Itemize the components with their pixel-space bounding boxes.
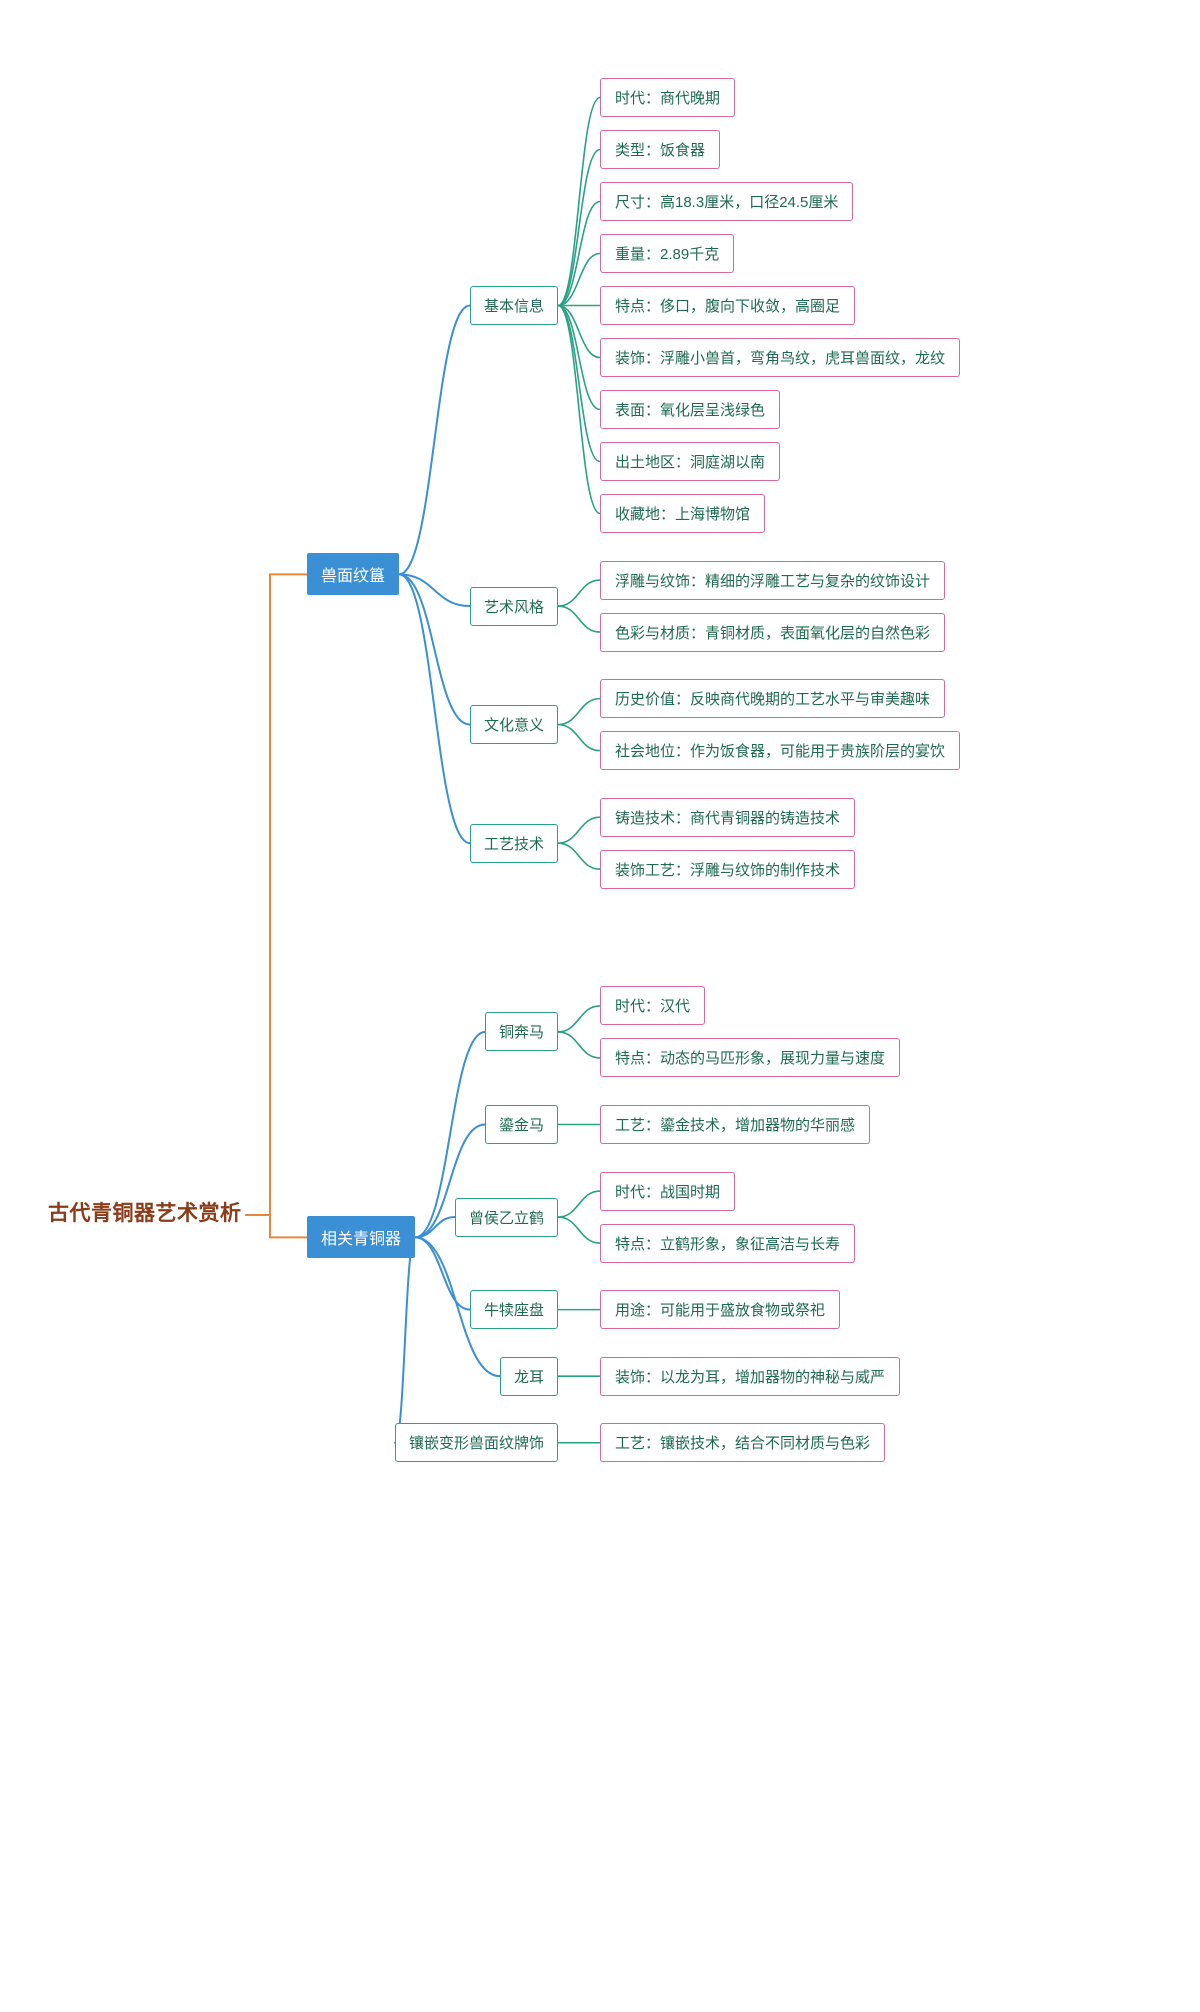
leaf-node-label: 特点：侈口，腹向下收敛，高圈足 <box>615 298 841 315</box>
leaf-node[interactable]: 特点：立鹤形象，象征高洁与长寿 <box>600 1223 856 1263</box>
group-node-label: 文化意义 <box>484 717 545 735</box>
group-node[interactable]: 铜奔马 <box>485 1012 559 1052</box>
leaf-node[interactable]: 装饰工艺：浮雕与纹饰的制作技术 <box>600 849 856 889</box>
leaf-node-label: 收藏地：上海博物馆 <box>615 506 751 523</box>
leaf-node-label: 社会地位：作为饭食器，可能用于贵族阶层的宴饮 <box>615 743 946 761</box>
root-node[interactable]: 古代青铜器艺术赏析 <box>48 1203 242 1224</box>
leaf-node[interactable]: 时代：汉代 <box>600 986 706 1026</box>
leaf-node-label: 出土地区：洞庭湖以南 <box>615 454 766 471</box>
leaf-node-label: 历史价值：反映商代晚期的工艺水平与审美趣味 <box>615 691 931 709</box>
leaf-node[interactable]: 特点：侈口，腹向下收敛，高圈足 <box>600 286 856 325</box>
leaf-node-label: 工艺：镶嵌技术，结合不同材质与色彩 <box>615 1435 871 1453</box>
leaf-node[interactable]: 出土地区：洞庭湖以南 <box>600 442 781 481</box>
group-node-label: 龙耳 <box>514 1368 545 1386</box>
group-node-label: 牛犊座盘 <box>484 1302 545 1320</box>
group-node-label: 艺术风格 <box>484 598 545 616</box>
group-node[interactable]: 基本信息 <box>470 286 559 325</box>
leaf-node[interactable]: 时代：商代晚期 <box>600 78 736 117</box>
leaf-node-label: 工艺：鎏金技术，增加器物的华丽感 <box>615 1117 856 1134</box>
leaf-node[interactable]: 工艺：鎏金技术，增加器物的华丽感 <box>600 1105 871 1144</box>
leaf-node[interactable]: 装饰：以龙为耳，增加器物的神秘与威严 <box>600 1356 901 1396</box>
group-node[interactable]: 曾侯乙立鹤 <box>455 1197 559 1237</box>
leaf-node-label: 装饰：浮雕小兽首，弯角鸟纹，虎耳兽面纹，龙纹 <box>615 350 946 367</box>
leaf-node-label: 装饰工艺：浮雕与纹饰的制作技术 <box>615 861 841 879</box>
leaf-node[interactable]: 特点：动态的马匹形象，展现力量与速度 <box>600 1038 901 1078</box>
group-node[interactable]: 艺术风格 <box>470 586 559 626</box>
group-node[interactable]: 龙耳 <box>500 1356 559 1396</box>
root-label: 古代青铜器艺术赏析 <box>48 1202 242 1225</box>
leaf-node-label: 时代：商代晚期 <box>615 90 721 107</box>
leaf-node[interactable]: 用途：可能用于盛放食物或祭祀 <box>600 1290 841 1330</box>
group-node-label: 铜奔马 <box>499 1024 545 1042</box>
group-node-label: 镶嵌变形兽面纹牌饰 <box>409 1435 545 1453</box>
leaf-node-label: 特点：动态的马匹形象，展现力量与速度 <box>615 1050 886 1068</box>
leaf-node-label: 特点：立鹤形象，象征高洁与长寿 <box>615 1235 841 1253</box>
leaf-node-label: 尺寸：高18.3厘米，口径24.5厘米 <box>615 194 839 211</box>
group-node[interactable]: 鎏金马 <box>485 1105 559 1144</box>
group-node[interactable]: 镶嵌变形兽面纹牌饰 <box>395 1423 559 1463</box>
leaf-node-label: 时代：汉代 <box>615 998 691 1016</box>
leaf-node-label: 类型：饭食器 <box>615 142 706 159</box>
leaf-node[interactable]: 工艺：镶嵌技术，结合不同材质与色彩 <box>600 1423 886 1463</box>
leaf-node-label: 浮雕与纹饰：精细的浮雕工艺与复杂的纹饰设计 <box>615 572 931 590</box>
group-node-label: 曾侯乙立鹤 <box>469 1209 545 1227</box>
leaf-node[interactable]: 收藏地：上海博物馆 <box>600 494 766 533</box>
leaf-node-label: 时代：战国时期 <box>615 1183 721 1201</box>
group-node-label: 鎏金马 <box>499 1117 545 1134</box>
leaf-node[interactable]: 尺寸：高18.3厘米，口径24.5厘米 <box>600 182 854 221</box>
group-node-label: 基本信息 <box>484 298 545 315</box>
branch-node[interactable]: 兽面纹簋 <box>307 553 400 596</box>
leaf-node-label: 装饰：以龙为耳，增加器物的神秘与威严 <box>615 1368 886 1386</box>
group-node[interactable]: 工艺技术 <box>470 823 559 863</box>
leaf-node[interactable]: 历史价值：反映商代晚期的工艺水平与审美趣味 <box>600 679 946 719</box>
leaf-node[interactable]: 表面：氧化层呈浅绿色 <box>600 390 781 429</box>
leaf-node[interactable]: 时代：战国时期 <box>600 1171 736 1211</box>
leaf-node[interactable]: 浮雕与纹饰：精细的浮雕工艺与复杂的纹饰设计 <box>600 560 946 600</box>
leaf-node-label: 表面：氧化层呈浅绿色 <box>615 402 766 419</box>
leaf-node[interactable]: 重量：2.89千克 <box>600 234 735 273</box>
group-node-label: 工艺技术 <box>484 835 545 853</box>
group-node[interactable]: 牛犊座盘 <box>470 1290 559 1330</box>
group-node[interactable]: 文化意义 <box>470 705 559 745</box>
leaf-node[interactable]: 铸造技术：商代青铜器的铸造技术 <box>600 797 856 837</box>
leaf-node[interactable]: 类型：饭食器 <box>600 130 721 169</box>
leaf-node-label: 铸造技术：商代青铜器的铸造技术 <box>615 809 841 827</box>
leaf-node[interactable]: 社会地位：作为饭食器，可能用于贵族阶层的宴饮 <box>600 731 961 771</box>
branch-node-label: 相关青铜器 <box>321 1231 402 1249</box>
leaf-node[interactable]: 装饰：浮雕小兽首，弯角鸟纹，虎耳兽面纹，龙纹 <box>600 338 961 377</box>
leaf-node-label: 重量：2.89千克 <box>615 246 720 263</box>
leaf-node-label: 用途：可能用于盛放食物或祭祀 <box>615 1302 826 1320</box>
branch-node[interactable]: 相关青铜器 <box>307 1216 416 1259</box>
leaf-node-label: 色彩与材质：青铜材质，表面氧化层的自然色彩 <box>615 624 931 642</box>
branch-node-label: 兽面纹簋 <box>321 568 386 586</box>
leaf-node[interactable]: 色彩与材质：青铜材质，表面氧化层的自然色彩 <box>600 612 946 652</box>
